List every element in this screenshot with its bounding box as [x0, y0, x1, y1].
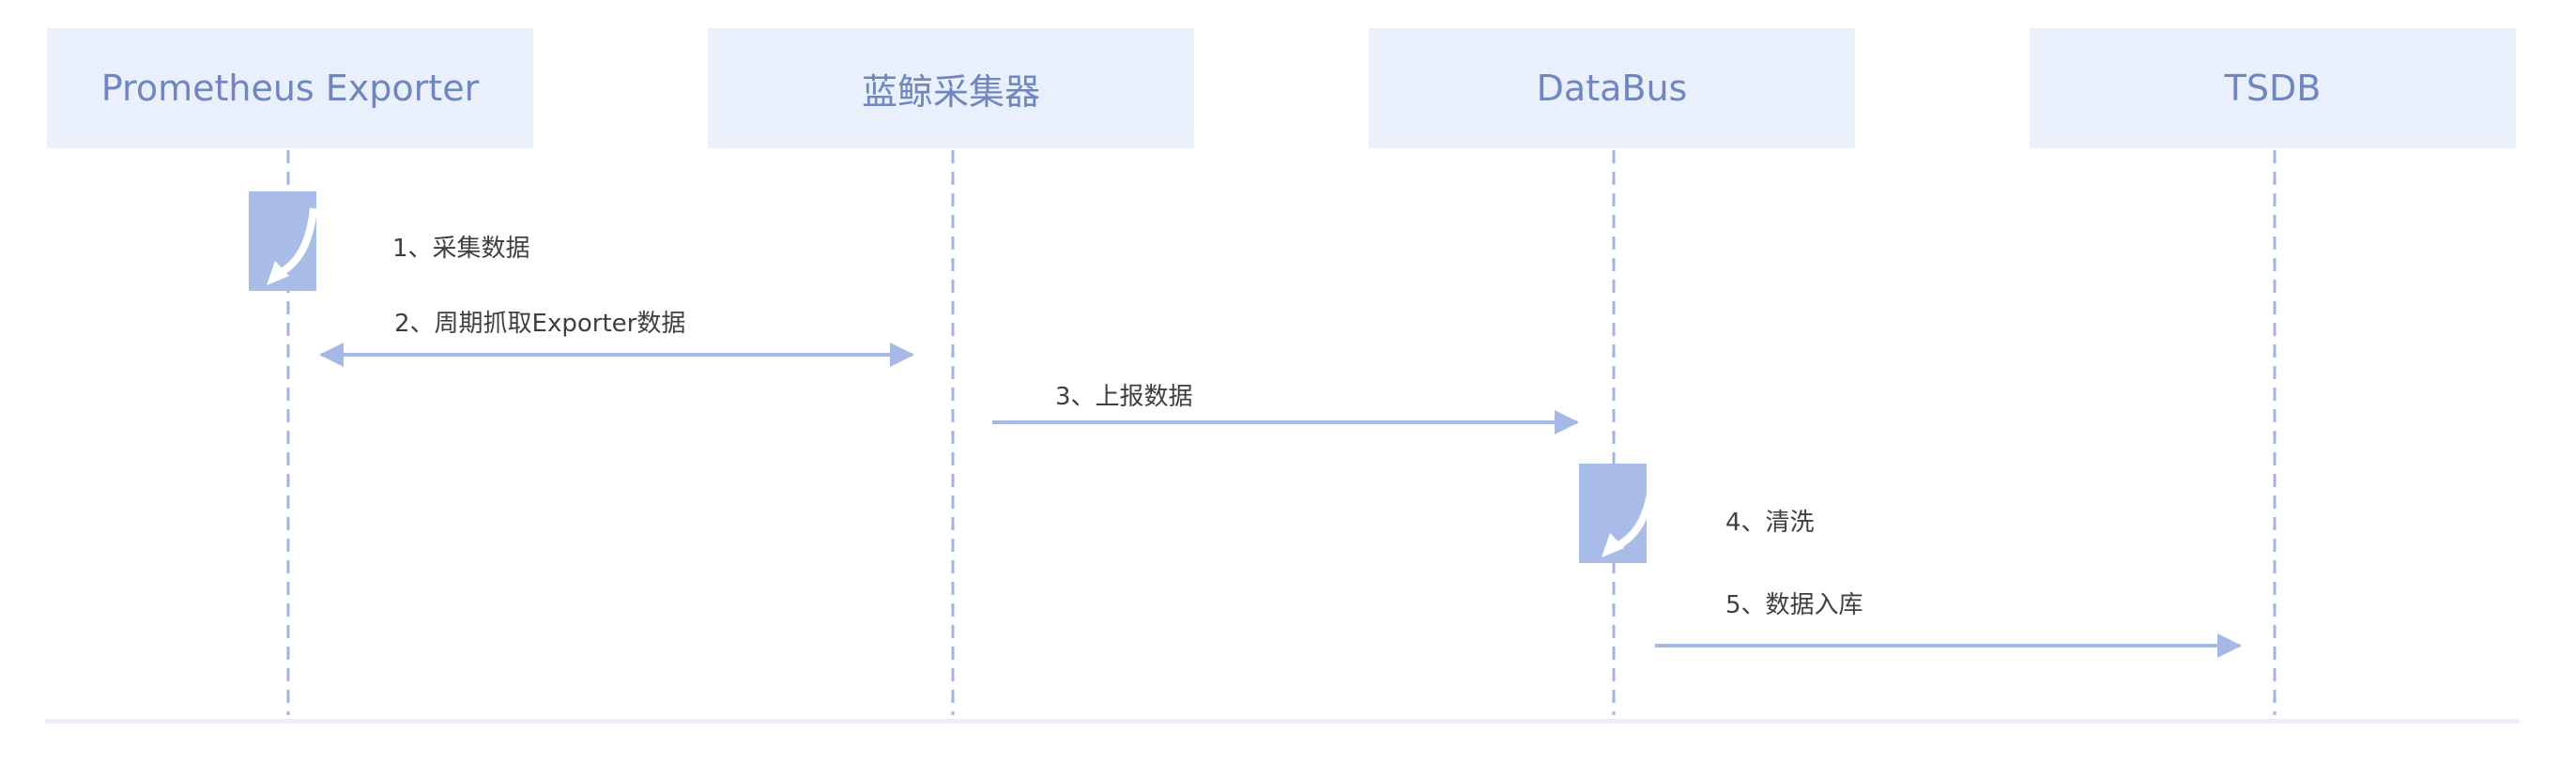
participant-label-tsdb: TSDB: [2224, 68, 2322, 109]
self-activation-exporter: [249, 191, 317, 291]
participant-box-exporter: Prometheus Exporter: [47, 28, 533, 148]
participant-box-tsdb: TSDB: [2030, 28, 2516, 148]
message-label-4: 4、清洗: [1725, 509, 1815, 537]
participant-label-exporter: Prometheus Exporter: [100, 68, 480, 109]
self-activation-databus: [1579, 464, 1656, 563]
message-label-1: 1、采集数据: [392, 235, 530, 263]
participant-label-collector: 蓝鲸采集器: [861, 70, 1040, 113]
bottom-divider: [45, 719, 2520, 724]
message-label-5: 5、数据入库: [1725, 591, 1863, 619]
participant-box-collector: 蓝鲸采集器: [708, 28, 1194, 148]
participant-box-databus: DataBus: [1369, 28, 1855, 148]
message-label-2: 2、周期抓取Exporter数据: [394, 310, 686, 338]
participant-label-databus: DataBus: [1536, 68, 1688, 109]
message-label-3: 3、上报数据: [1055, 383, 1193, 411]
